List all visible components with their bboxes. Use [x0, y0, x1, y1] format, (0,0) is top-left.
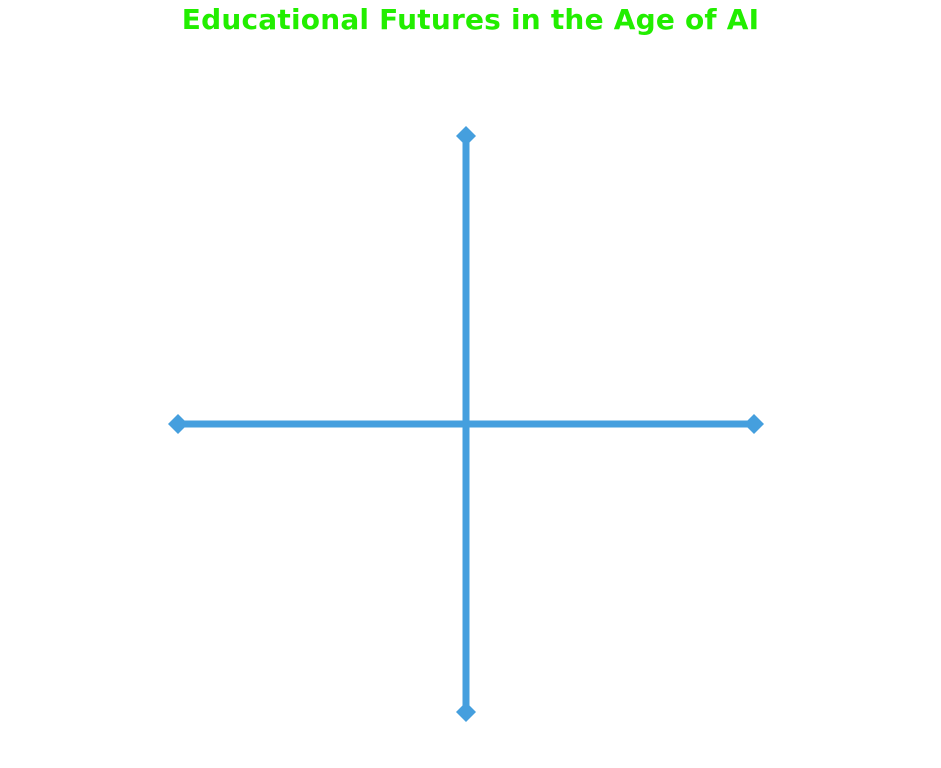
- top-arrowhead-icon: [456, 126, 476, 146]
- bottom-arrowhead-icon: [456, 702, 476, 722]
- left-arrowhead-icon: [168, 414, 188, 434]
- diagram-title: Educational Futures in the Age of AI: [181, 3, 760, 36]
- right-arrowhead-icon: [744, 414, 764, 434]
